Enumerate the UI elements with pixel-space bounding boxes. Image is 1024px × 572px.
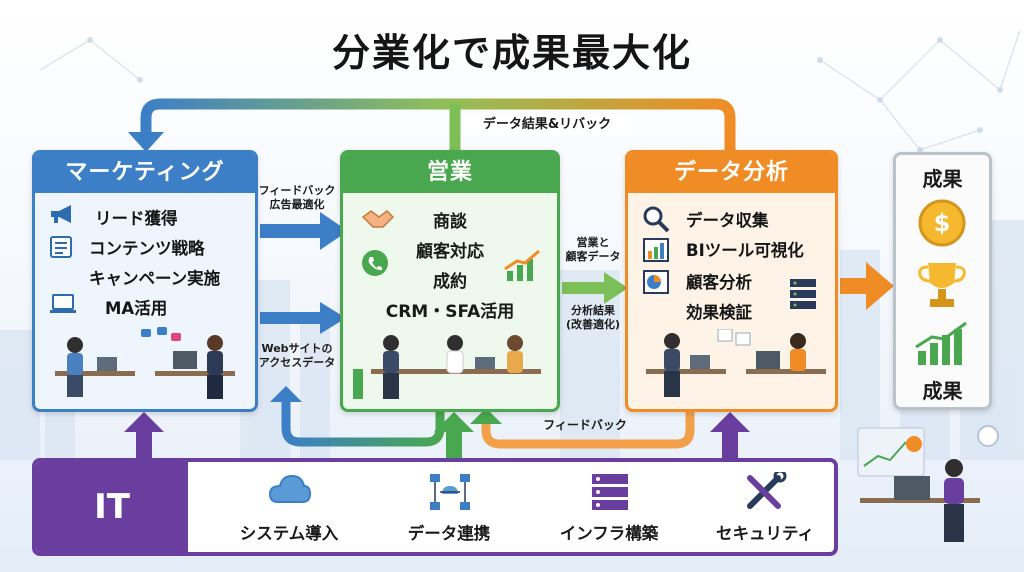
sales-data-flow-label: 営業と 顧客データ — [565, 236, 621, 263]
sales-team-illustration — [353, 335, 541, 399]
it-item: セキュリティ — [690, 462, 834, 552]
top-feedback-arrow — [140, 98, 736, 150]
results-bottom-label: 成果 — [922, 379, 963, 403]
mkt-sales-flow-label: フィードバック 広告最適化 — [258, 184, 336, 211]
sales-card: 営業 商談 顧客対応 成約 CRM・SFA活用 — [340, 150, 560, 412]
results-card: 成果 $ 成果 — [893, 152, 992, 410]
server-icon — [592, 474, 628, 510]
data-analysis-card: データ分析 データ収集 BIツール可視化 顧客分析 効果検証 — [625, 150, 838, 412]
laptop-icon — [50, 294, 76, 313]
trophy-icon — [918, 263, 966, 307]
top-feedback-label: データ結果&リバック — [462, 114, 632, 136]
bottom-feedback-label: フィードバック — [543, 418, 627, 432]
phone-icon — [362, 250, 388, 276]
bar-chart-icon — [643, 238, 669, 262]
sales-item: CRM・SFA活用 — [385, 302, 515, 322]
marketing-team-illustration — [55, 327, 235, 399]
it-item: システム導入 — [214, 462, 364, 552]
analyst-illustration — [857, 425, 999, 542]
data-analysis-header: データ分析 — [628, 153, 835, 193]
magnifier-icon — [643, 206, 670, 233]
sales-item: 成約 — [433, 272, 467, 292]
handshake-icon — [361, 210, 395, 228]
it-bar: IT システム導入 データ連携 インフラ構築 — [32, 458, 838, 556]
data-analysis-item: 効果検証 — [686, 303, 752, 322]
marketing-item: MA活用 — [105, 299, 168, 318]
sales-item: 商談 — [433, 212, 467, 232]
cloud-icon — [268, 474, 312, 503]
sales-item: 顧客対応 — [416, 242, 484, 262]
it-item-label: システム導入 — [239, 524, 339, 543]
pie-chart-icon — [643, 270, 669, 294]
coin-icon: $ — [918, 199, 966, 247]
sales-mkt-flow-label: Webサイトの アクセスデータ — [258, 342, 336, 369]
it-item-label: インフラ構築 — [559, 524, 659, 543]
data-analysis-item: 顧客分析 — [686, 273, 752, 292]
data-analysis-item: BIツール可視化 — [686, 241, 804, 260]
sales-header: 営業 — [343, 153, 557, 193]
it-item: データ連携 — [374, 462, 524, 552]
it-label: IT — [36, 462, 188, 552]
growth-chart-icon — [504, 249, 540, 281]
tools-icon — [747, 472, 787, 509]
marketing-card: マーケティング リード獲得 コンテンツ戦略 キャンペーン実施 MA活用 — [32, 150, 258, 412]
marketing-item: リード獲得 — [95, 209, 178, 228]
marketing-header: マーケティング — [35, 153, 255, 193]
growth-chart-icon — [915, 321, 967, 365]
data-team-illustration — [646, 329, 826, 397]
it-item-label: セキュリティ — [715, 524, 814, 543]
network-icon — [430, 474, 470, 510]
it-item-label: データ連携 — [407, 524, 491, 543]
svg-text:$: $ — [934, 209, 951, 237]
it-item: インフラ構築 — [534, 462, 684, 552]
article-icon — [50, 236, 72, 258]
server-icon — [790, 279, 816, 309]
data-sales-flow-label: 分析結果 (改善適化) — [565, 304, 621, 331]
results-header: 成果 — [922, 167, 963, 191]
marketing-item: コンテンツ戦略 — [89, 239, 205, 258]
marketing-item: キャンペーン実施 — [89, 269, 221, 288]
data-analysis-item: データ収集 — [686, 211, 769, 230]
page-title: 分業化で成果最大化 — [331, 31, 692, 75]
megaphone-icon — [51, 205, 71, 223]
